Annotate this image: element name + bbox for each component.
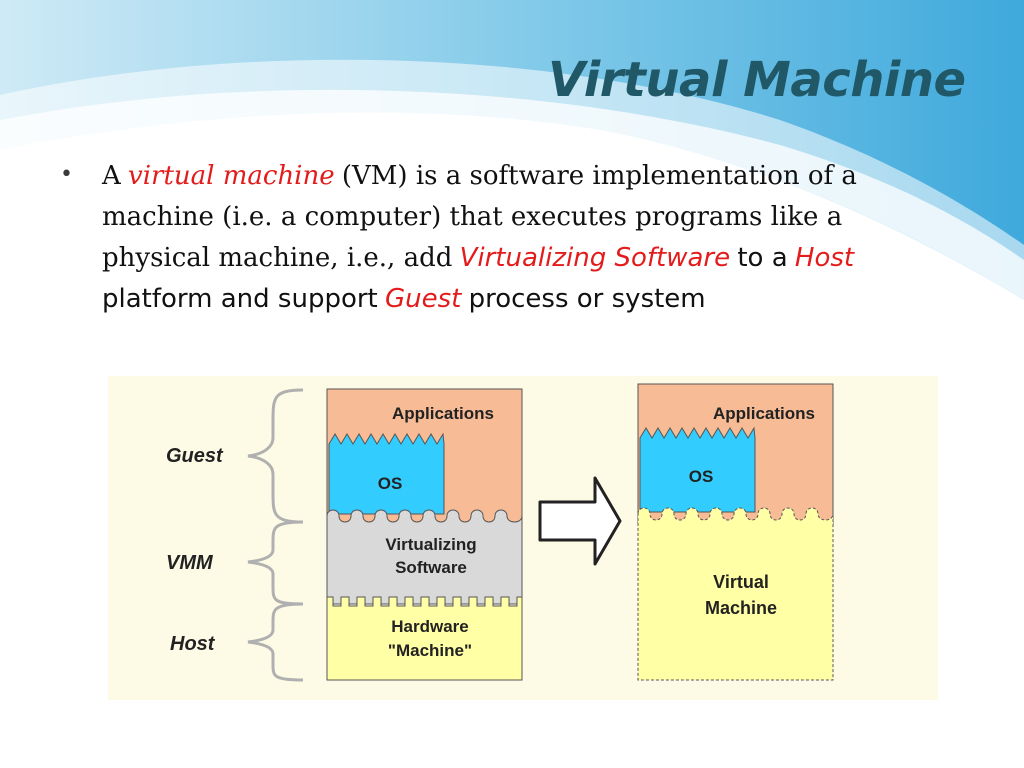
term-virtual-machine: virtual machine [128,161,335,191]
right-os-label: OS [689,467,714,486]
right-arrow-icon [538,476,622,566]
term-virtualizing-software: Virtualizing Software [459,243,731,273]
vmm-brace-icon [247,520,304,606]
left-virtualizing-label-1: Virtualizing [385,535,476,554]
right-stack: Applications OS Virtual Machine [637,383,834,681]
left-virtualizing-box [326,509,523,605]
text-definition-3: process or system [468,284,706,314]
label-host: Host [170,633,216,655]
label-vmm: VMM [166,552,214,574]
right-applications-label: Applications [713,404,815,423]
left-hardware-label-2: "Machine" [388,641,472,660]
text-definition-1: (VM) is a software implementation of a m… [102,161,857,273]
left-virtualizing-label-2: Software [395,558,467,577]
left-os-box [328,432,445,515]
bullet-dot-icon: • [60,162,73,187]
left-hardware-label-1: Hardware [391,617,468,636]
left-os-label: OS [378,474,403,493]
bullet-text: A virtual machine (VM) is a software imp… [102,155,950,319]
vm-diagram: Guest VMM Host Applications OS Virtualiz… [108,376,938,700]
bullet-paragraph: • A virtual machine (VM) is a software i… [60,155,950,319]
text-definition-2: platform and support [102,284,378,314]
left-applications-label: Applications [392,404,494,423]
right-vm-label-2: Machine [705,598,777,618]
right-virtual-machine-box [637,507,834,681]
slide-title: Virtual Machine [548,52,966,108]
term-guest: Guest [384,284,462,314]
left-hardware-box [326,596,523,681]
left-stack: Applications OS Virtualizing Software Ha… [326,388,523,681]
right-vm-label-1: Virtual [713,572,769,592]
host-brace-icon [247,602,304,682]
right-os-box [639,426,756,513]
guest-brace-icon [247,388,304,524]
text-a: A [102,161,121,191]
term-host: Host [794,243,855,273]
text-to-a: to a [737,243,788,273]
label-guest: Guest [166,445,224,467]
